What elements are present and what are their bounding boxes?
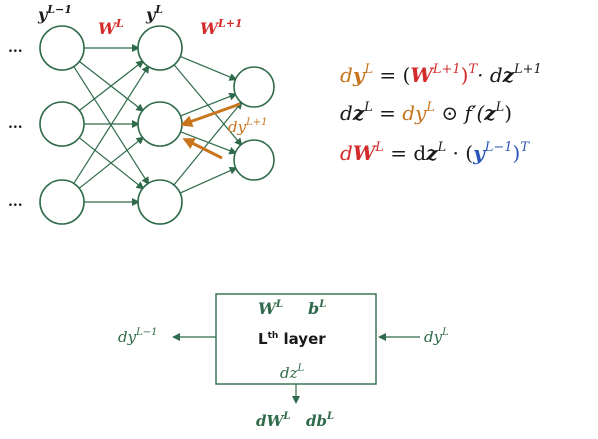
- neuron-prev-1: [39, 25, 85, 71]
- layer-curr-label: yL: [145, 3, 163, 24]
- box-dW-label: dWL: [256, 411, 290, 430]
- edge-curr-2-next-2: [180, 131, 238, 155]
- ellipsis-3: ...: [8, 194, 23, 210]
- grad-arrow-2: [182, 138, 223, 160]
- box-weight-label: WL: [258, 299, 283, 318]
- ellipsis-2: ...: [8, 116, 23, 132]
- edge-curr-3-next-1: [173, 100, 243, 186]
- edge-curr-1-next-1: [180, 55, 238, 81]
- layer-prev-label: yL−1: [37, 3, 72, 24]
- equation-1: dyL = (WL+1)T· dzL+1: [340, 62, 542, 87]
- neuron-next-1: [233, 66, 275, 108]
- neuron-curr-3: [137, 179, 183, 225]
- weight-next-label: WL+1: [200, 17, 243, 38]
- neuron-curr-2: [137, 101, 183, 147]
- layer-box: [215, 293, 377, 385]
- neuron-next-2: [233, 139, 275, 181]
- edge-prev-2-curr-1: [79, 60, 145, 111]
- ellipsis-1: ...: [8, 40, 23, 56]
- box-input-label: dyL: [424, 327, 449, 346]
- grad-arrow-1: [180, 102, 241, 127]
- edge-curr-2-next-1: [180, 92, 238, 117]
- edge-prev-3-curr-2: [78, 136, 145, 189]
- box-db-label: dbL: [306, 411, 334, 430]
- equation-3: dWL = dzL · (yL−1)T: [340, 140, 530, 165]
- neuron-prev-3: [39, 179, 85, 225]
- weight-label: WL: [98, 17, 124, 38]
- box-bias-label: bL: [308, 299, 326, 318]
- box-title: Lth layer: [258, 330, 326, 348]
- edge-prev-3-curr-1: [73, 64, 150, 184]
- edge-curr-3-next-2: [179, 166, 238, 194]
- network-edges: [73, 44, 243, 206]
- box-output-label: dyL−1: [118, 327, 157, 346]
- grad-label: dyL+1: [228, 117, 267, 136]
- equation-2: dzL = dyL ⊙ f′(zL): [340, 100, 512, 125]
- network-neurons: [39, 25, 275, 225]
- neuron-prev-2: [39, 101, 85, 147]
- box-dz-label: dzL: [280, 363, 305, 382]
- neuron-curr-1: [137, 25, 183, 71]
